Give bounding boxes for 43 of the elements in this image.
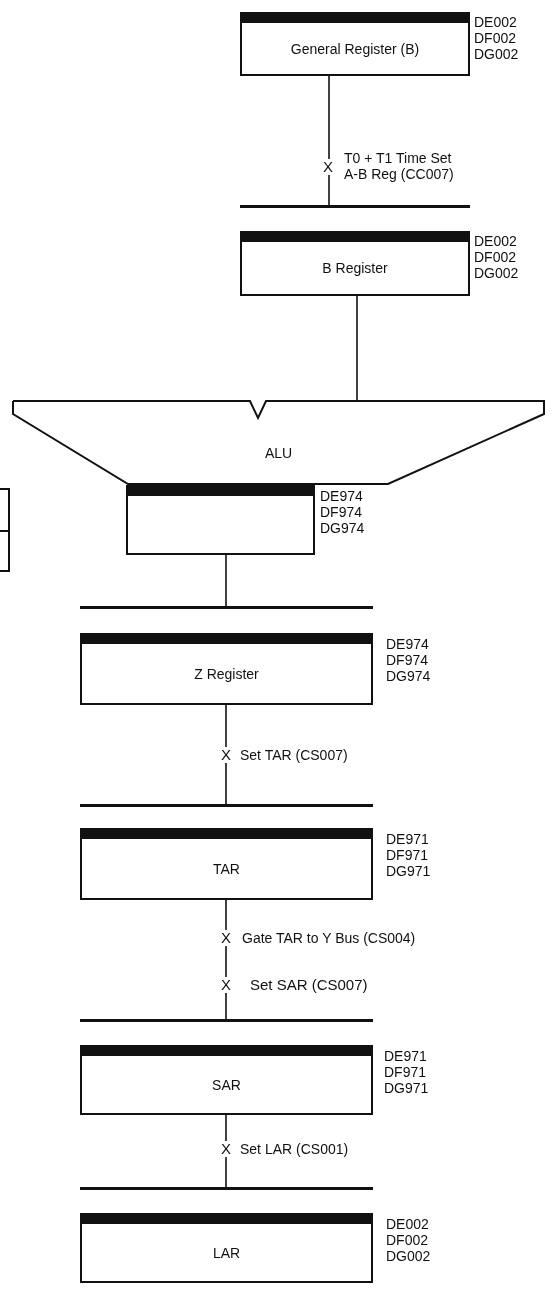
register-label: SAR [212,1076,241,1093]
bus-line [80,1019,373,1022]
cross-mark: X [221,930,231,946]
register-box [126,485,315,555]
register-box [80,828,373,900]
cross-mark: X [221,747,231,763]
connector-line [225,899,227,1020]
bus-line [80,804,373,807]
connector-line [356,295,358,401]
register-label: LAR [212,1244,241,1261]
partial-box [0,488,10,572]
register-label: General Register (B) [290,40,420,57]
connector-line [328,75,330,206]
alu-label: ALU [264,444,293,461]
bus-line [240,205,470,208]
cross-mark: X [221,977,231,993]
module-codes: DE971 DF971 DG971 [386,831,431,879]
module-codes: DE002 DF002 DG002 [386,1216,431,1264]
register-label: TAR [213,860,240,877]
module-codes: DE002 DF002 DG002 [474,233,519,281]
edge-label: Set TAR (CS007) [240,747,348,763]
register-box [80,1045,373,1115]
connector-line [225,1114,227,1188]
module-codes: DE974 DF974 DG974 [320,488,365,536]
register-box [80,633,373,705]
module-codes: DE971 DF971 DG971 [384,1048,429,1096]
module-codes: DE002 DF002 DG002 [474,14,519,62]
register-label: B Register [322,260,388,276]
edge-label: Set LAR (CS001) [240,1141,349,1157]
register-box [240,12,470,76]
bus-line [80,1187,373,1190]
register-box [240,231,470,296]
edge-label: Gate TAR to Y Bus (CS004) [242,930,416,946]
cross-mark: X [221,1141,231,1157]
signal-label: Set SAR (CS007) [250,977,368,993]
bus-line [80,606,373,609]
connector-line [225,704,227,805]
register-box [80,1213,373,1283]
alu-shape [12,400,545,485]
module-codes: DE974 DF974 DG974 [386,636,431,684]
cross-mark: X [323,159,333,175]
register-label: Z Register [194,665,259,682]
connector-line [225,554,227,607]
